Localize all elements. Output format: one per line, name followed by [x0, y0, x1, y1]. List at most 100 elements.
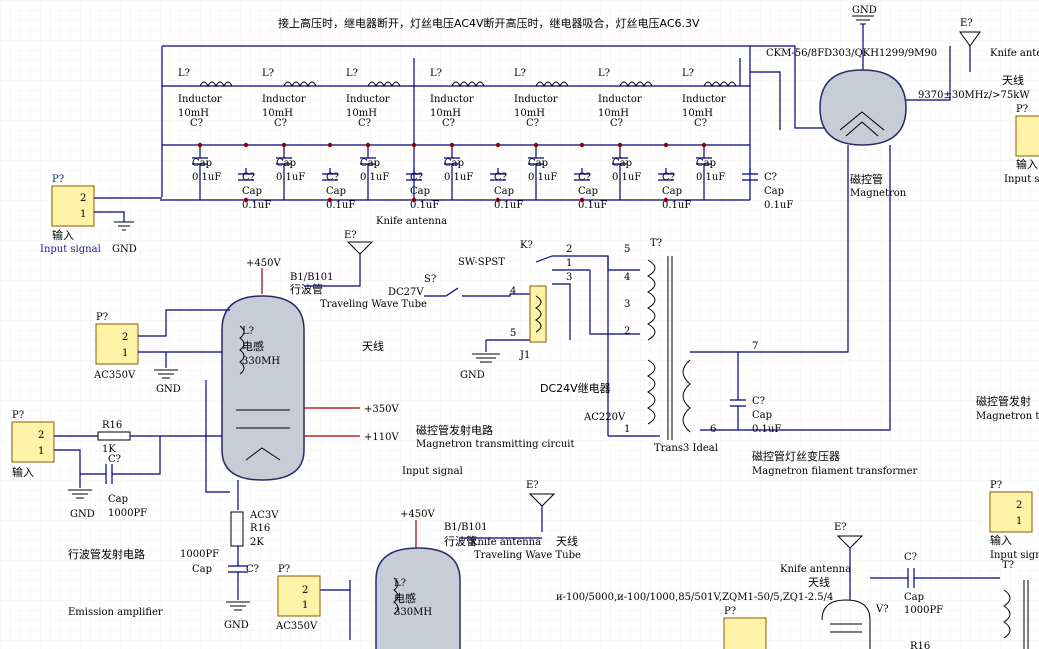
hv-label: +450V: [400, 509, 435, 520]
junction-dot: [579, 197, 585, 203]
twt-cn: 行波管: [290, 282, 323, 296]
cap-val: 0.1uF: [276, 172, 305, 183]
input-en: Input si: [1004, 174, 1039, 185]
r-val: 1K: [102, 444, 116, 455]
gnd-label: GND: [112, 244, 137, 255]
cap-symbol: [528, 145, 544, 200]
switch-type: SW-SPST: [458, 257, 505, 268]
inductor-val: 10mH: [598, 108, 629, 119]
pin-label: 2: [566, 244, 572, 255]
antenna-icon: [346, 241, 374, 255]
pin-label: 4: [510, 286, 516, 297]
inductor-coil: [703, 81, 737, 88]
ac350v-connector[interactable]: P? 2 1 AC350V GND: [93, 309, 230, 395]
pin-label: 2: [1016, 500, 1022, 511]
cap-val: 0.1uF: [752, 424, 781, 435]
inductor-coil: [619, 81, 653, 88]
cap-val: 0.1uF: [242, 200, 271, 211]
junction-dot: [579, 142, 585, 148]
r16-val: 2K: [250, 537, 264, 548]
cap-val: 0.1uF: [192, 172, 221, 183]
antenna-cn: 天线: [1002, 73, 1024, 87]
inductor-val: 10mH: [430, 108, 461, 119]
relay-circuit[interactable]: S? SW-SPST DC27V GND K? 2 1 3 4 5 J1 DC2…: [388, 240, 640, 436]
antenna-icon: [836, 535, 864, 549]
junction-dot: [411, 142, 417, 148]
cap-symbol: [360, 145, 376, 200]
cap-symbol: [322, 168, 338, 181]
pin-label: 6: [710, 424, 716, 435]
knife-label: Knife antenna: [470, 537, 541, 548]
inductor-ref: L?: [682, 68, 694, 79]
cap-symbol: [696, 145, 712, 200]
input-connector-left[interactable]: P? 2 1 输入 R16 1K GND C? Cap 1000PF: [11, 410, 222, 520]
cap-val: 0.1uF: [578, 200, 607, 211]
antenna-icon: [528, 493, 556, 507]
junction-dot: [663, 197, 669, 203]
parts-list: и-100/5000,и-100/1000,85/501V,ZQM1-50/5,…: [556, 592, 833, 603]
pin-label: 3: [624, 299, 630, 310]
pin-label: 2: [80, 193, 86, 204]
ref-label: P?: [1016, 104, 1028, 115]
input-cn-label: 输入: [52, 228, 74, 242]
inductor-val: 10mH: [346, 108, 377, 119]
inductor-type: Inductor: [262, 94, 306, 105]
input-cn: 输入: [1016, 157, 1038, 171]
cap-type: Cap: [108, 494, 128, 505]
inductor-coil: [535, 81, 569, 88]
pin-label: 7: [752, 341, 758, 352]
inductor-ref: L?: [430, 68, 442, 79]
antenna-cn: 天线: [556, 534, 578, 548]
magnetron-cn: 磁控管: [850, 172, 883, 186]
amp-cn: 行波管发射电路: [68, 547, 145, 561]
pin-label: 2: [302, 585, 308, 596]
cap-val: 0.1uF: [360, 172, 389, 183]
pin-label: 4: [624, 272, 630, 283]
ref-label: P?: [12, 410, 24, 421]
magnetron-part: CKM-56/8FD303/QKH1299/9M90: [766, 48, 937, 59]
ind-val: 330MH: [394, 607, 432, 618]
dc27-label: DC27V: [388, 287, 424, 298]
inductor-type: Inductor: [682, 94, 726, 105]
relay-j: J1: [519, 350, 530, 361]
pin-label: 2: [624, 326, 630, 337]
twt-en: Traveling Wave Tube: [474, 550, 581, 561]
junction-dot: [701, 142, 707, 148]
antenna-ref: E?: [526, 480, 539, 491]
cap-val: 1000PF: [108, 508, 147, 519]
inductor-val: 10mH: [178, 108, 209, 119]
cap-ref: C?: [358, 118, 371, 129]
twt-body: [221, 295, 305, 481]
cap-type: Cap: [528, 158, 548, 169]
cap-type: Cap: [192, 158, 212, 169]
junction-dot: [197, 142, 203, 148]
inductor-ref: L?: [514, 68, 526, 79]
inductor-coil: [199, 81, 233, 88]
gnd-label: GND: [852, 5, 877, 16]
gnd-label: GND: [70, 509, 95, 520]
cap-ref: C?: [108, 454, 121, 465]
junction-dot: [411, 197, 417, 203]
pin-label: 3: [566, 272, 572, 283]
input-connector-top[interactable]: P? 2 1 输入 Input signal GND: [40, 174, 162, 255]
magnetron-en: Magnetron: [850, 188, 907, 199]
junction-dot: [449, 142, 455, 148]
cap-val: 0.1uF: [612, 172, 641, 183]
inductor-type: Inductor: [178, 94, 222, 105]
connector-body: [1015, 115, 1039, 157]
knife-antenna-label: Knife antenna: [376, 216, 447, 227]
knife-label: Knife ante: [990, 48, 1039, 59]
cap-symbol: [658, 168, 674, 181]
filament-transformer[interactable]: T? 5 4 3 2 1 7 6 C? Cap 0.1uF Trans3 Ide…: [608, 238, 918, 477]
cap-ref: C?: [246, 564, 259, 575]
cap-type: Cap: [242, 186, 262, 197]
traveling-wave-tube-bottom[interactable]: +450V L? 电感 330MH B1/B101 行波管 Knife ante…: [275, 480, 581, 649]
inductor-coil: [283, 81, 317, 88]
connector-body: [723, 617, 767, 649]
inductor-val: 10mH: [514, 108, 545, 119]
traveling-wave-tube[interactable]: +450V L? 电感 330MH +350V +110V B1/B101 行波…: [180, 230, 427, 631]
cap-symbol: [276, 145, 292, 200]
magnetron[interactable]: GND E? CKM-56/8FD303/QKH1299/9M90 9370±3…: [700, 5, 1030, 431]
pin-label: 2: [122, 332, 128, 343]
